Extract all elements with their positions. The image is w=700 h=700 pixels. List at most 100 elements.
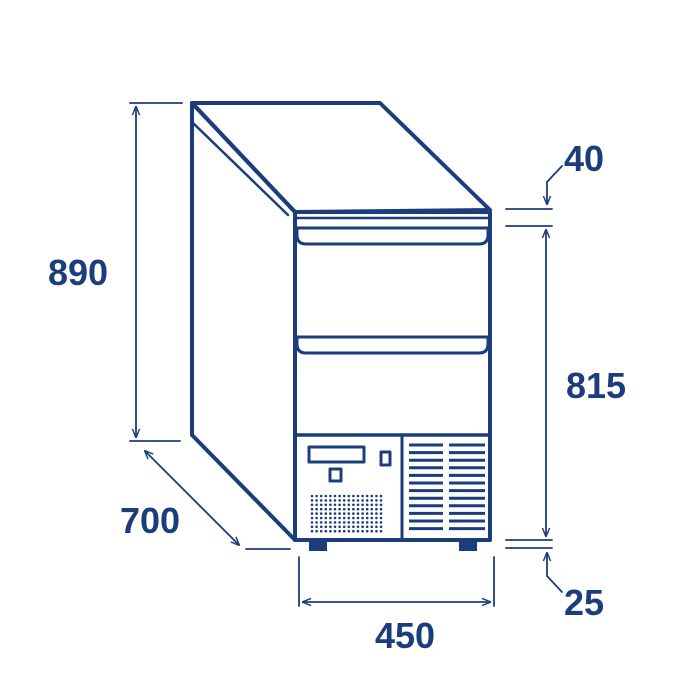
vent-dot	[319, 512, 323, 515]
vent-dot	[347, 521, 351, 524]
vent-dot	[361, 521, 364, 524]
vent-dot	[347, 512, 351, 515]
vent-dot	[361, 525, 364, 529]
vent-dot	[379, 494, 383, 498]
vent-dot	[319, 521, 323, 524]
vent-dot	[338, 525, 341, 529]
vent-dot	[347, 494, 351, 498]
vent-dot	[361, 499, 364, 502]
vent-dot	[329, 503, 332, 507]
foot-leader-arrow	[547, 552, 563, 593]
height-label: 890	[48, 252, 108, 293]
vent-dot	[365, 525, 369, 529]
vent-dot	[333, 503, 337, 507]
vent-dot	[338, 529, 341, 533]
vent-dot	[319, 499, 323, 502]
vent-dot	[342, 503, 346, 507]
left-foot	[309, 540, 327, 551]
vent-dot	[329, 516, 332, 520]
vent-dot	[375, 525, 378, 529]
width-label: 450	[375, 615, 435, 656]
vent-dot	[375, 512, 378, 515]
vent-dot	[324, 521, 328, 524]
vent-dot	[379, 529, 383, 533]
vent-dot	[356, 521, 360, 524]
vent-dot	[324, 499, 328, 502]
vent-dot	[333, 512, 337, 515]
vent-dot	[375, 529, 378, 533]
vent-dot	[329, 512, 332, 515]
vent-dot	[379, 507, 383, 511]
vent-dot	[379, 503, 383, 507]
vent-dot	[370, 529, 374, 533]
vent-dot	[329, 499, 332, 502]
vent-dot	[333, 525, 337, 529]
cabinet-top-lid	[190, 101, 492, 214]
vent-dot	[329, 494, 332, 498]
vent-dot	[324, 516, 328, 520]
vent-dot	[375, 494, 378, 498]
vent-dot	[352, 494, 355, 498]
vent-dot	[342, 525, 346, 529]
vent-dot	[319, 516, 323, 520]
vent-dot	[356, 525, 360, 529]
vent-dot	[342, 494, 346, 498]
vent-dot	[361, 507, 364, 511]
vent-dot	[342, 499, 346, 502]
vent-dot	[370, 507, 374, 511]
vent-dot	[365, 512, 369, 515]
power-switch	[379, 450, 392, 467]
vent-dot	[342, 521, 346, 524]
vent-dot	[324, 525, 328, 529]
vent-dot	[361, 503, 364, 507]
vent-dot	[365, 499, 369, 502]
vent-dot	[310, 512, 314, 515]
vent-dot	[315, 529, 318, 533]
vent-dot	[342, 529, 346, 533]
vent-dot	[352, 499, 355, 502]
vent-dot	[352, 512, 355, 515]
vent-dot	[347, 503, 351, 507]
vent-dot	[329, 525, 332, 529]
vent-dot	[315, 525, 318, 529]
vent-dot	[338, 503, 341, 507]
vent-dot	[315, 507, 318, 511]
vent-dot	[379, 512, 383, 515]
vent-dot	[347, 525, 351, 529]
vent-dot	[352, 521, 355, 524]
vent-dot	[342, 516, 346, 520]
vent-dot	[315, 521, 318, 524]
vent-dot	[315, 499, 318, 502]
vent-dot	[365, 507, 369, 511]
vent-dot	[338, 499, 341, 502]
vent-dot	[329, 529, 332, 533]
vent-dot	[347, 507, 351, 511]
vent-dot	[347, 516, 351, 520]
depth-dimension-arrow	[145, 451, 239, 545]
vent-dot	[370, 516, 374, 520]
vent-dot	[338, 516, 341, 520]
vent-dot	[315, 494, 318, 498]
depth-label: 700	[120, 500, 180, 541]
vent-dot	[333, 507, 337, 511]
cabinet-side-panel	[190, 101, 297, 542]
vent-dot	[324, 503, 328, 507]
vent-dot	[315, 503, 318, 507]
vent-dot	[310, 521, 314, 524]
right-foot	[459, 540, 477, 551]
vent-dot	[342, 507, 346, 511]
vent-dot	[329, 507, 332, 511]
vent-dot	[347, 499, 351, 502]
vent-dot	[324, 529, 328, 533]
dimension-lines	[129, 102, 563, 607]
top-thickness-label: 40	[564, 138, 604, 179]
foot-height-label: 25	[564, 582, 604, 623]
vent-dot	[361, 494, 364, 498]
vent-dot	[356, 507, 360, 511]
lower-handle	[295, 335, 490, 355]
vent-dot	[319, 503, 323, 507]
vent-dot	[342, 512, 346, 515]
vent-dot	[370, 494, 374, 498]
vent-dot	[324, 512, 328, 515]
